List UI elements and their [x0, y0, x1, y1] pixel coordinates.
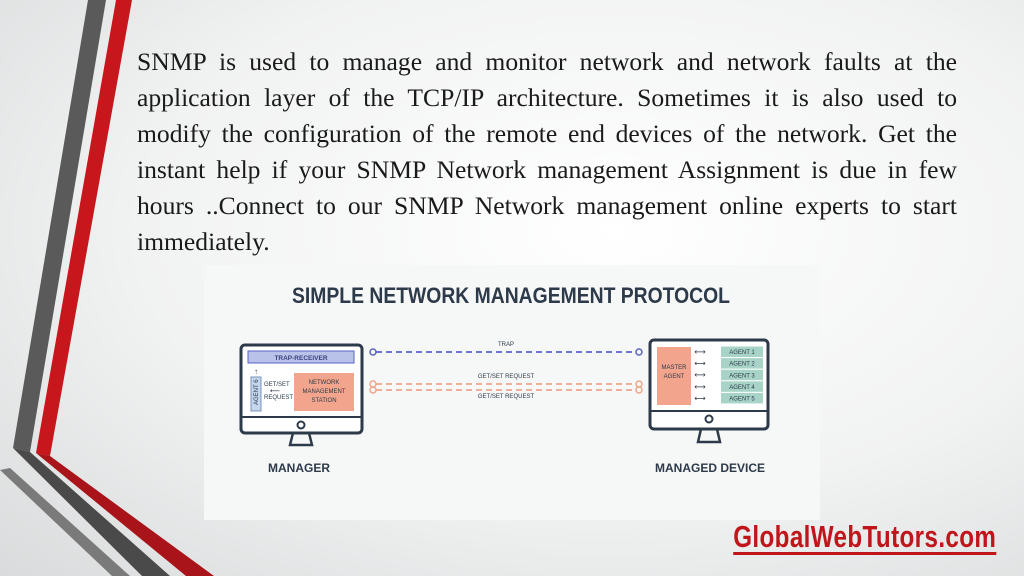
lower-gray-stripe [0, 468, 130, 576]
trap-label: TRAP [498, 342, 514, 348]
bidirectional-arrow-icon: ⟷ [694, 359, 706, 368]
lower-dark-stripe [13, 448, 170, 576]
nms-label-3: STATION [311, 398, 336, 404]
trap-link: TRAP [369, 342, 643, 356]
agent6-box [250, 376, 262, 412]
request-link-2: GET/SET REQUEST [369, 386, 643, 400]
agent-label: AGENT 5 [729, 397, 755, 403]
description-paragraph: SNMP is used to manage and monitor netwo… [137, 47, 957, 256]
agent-label: AGENT 4 [729, 385, 755, 391]
master-agent-label-2: AGENT [664, 374, 685, 380]
bidirectional-arrow-icon: ⟷ [694, 371, 706, 380]
agent-box [721, 392, 763, 404]
manager-getset-label-2: REQUEST [264, 395, 293, 401]
trap-receiver-box [247, 350, 355, 364]
manager-getset-label-1: GET/SET [264, 382, 290, 388]
agent-box [721, 369, 763, 381]
diagram-title: SIMPLE NETWORK MANAGEMENT PROTOCOL [292, 283, 730, 308]
bidirectional-arrow-icon: ⟷ [694, 348, 706, 357]
brand-link[interactable]: GlobalWebTutors.com [732, 519, 996, 554]
agent6-label: AGENT 6 [254, 379, 260, 405]
lower-red-stripe [36, 453, 214, 576]
agent-box [721, 358, 763, 369]
agent-list: ⟷ AGENT 1 ⟷ AGENT 2 ⟷ AGENT 3 ⟷ AGENT 4 ⟷ AGENT 5 [694, 346, 763, 404]
up-arrow: ↑ [254, 367, 258, 376]
agent-label: AGENT 3 [729, 373, 755, 379]
manager-monitor: TRAP-RECEIVER AGENT 6 ↑ GET/SET ⟵ REQUES… [239, 343, 364, 447]
dark-stripe [13, 0, 106, 452]
managed-device-monitor: MASTER AGENT ⟷ AGENT 1 ⟷ AGENT 2 ⟷ AGENT 3 ⟷ AG… [648, 338, 770, 444]
agent-label: AGENT 2 [729, 362, 755, 368]
trap-receiver-label: TRAP-RECEIVER [274, 355, 327, 362]
red-stripe [36, 0, 132, 456]
nms-label-2: MANAGEMENT [302, 389, 345, 395]
manager-arrow-icon: ⟵ [270, 388, 280, 395]
master-agent-box [657, 347, 691, 405]
nms-label-1: NETWORK [309, 380, 340, 386]
master-agent-label-1: MASTER [661, 365, 687, 371]
agent-box [721, 346, 763, 357]
agent-label: AGENT 1 [729, 350, 755, 356]
manager-caption: MANAGER [268, 461, 330, 475]
agent-box [721, 381, 763, 392]
managed-device-caption: MANAGED DEVICE [655, 461, 765, 475]
bidirectional-arrow-icon: ⟷ [694, 382, 706, 391]
request-link-1: GET/SET REQUEST [369, 374, 643, 388]
request-label-1: GET/SET REQUEST [478, 374, 535, 380]
nms-box [294, 373, 354, 411]
bidirectional-arrow-icon: ⟷ [694, 394, 706, 403]
request-label-2: GET/SET REQUEST [478, 394, 535, 400]
snmp-diagram: SIMPLE NETWORK MANAGEMENT PROTOCOL TRAP-… [204, 265, 820, 520]
